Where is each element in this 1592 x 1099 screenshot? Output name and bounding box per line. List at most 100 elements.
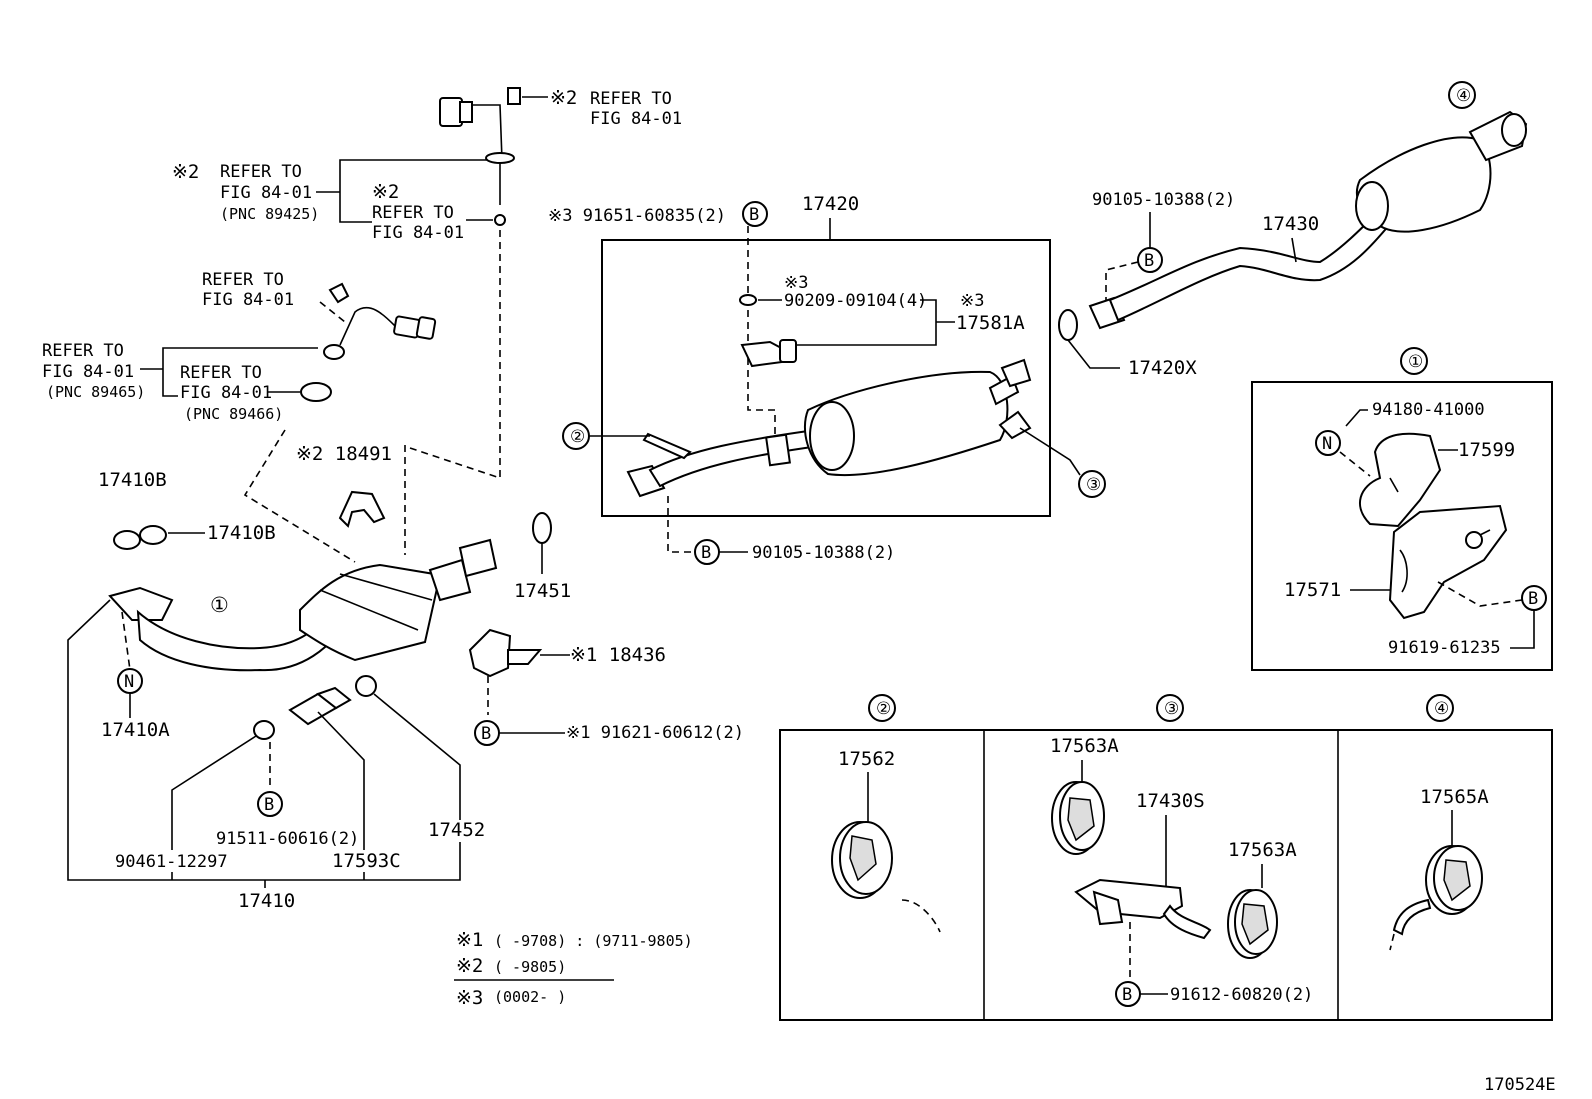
marker-3-center: ③ <box>1086 475 1101 495</box>
gasket-17410B-a <box>113 530 141 550</box>
hanger-17563A-b <box>1227 889 1278 959</box>
bracket-18436 <box>468 628 543 678</box>
marker-b-90105-bottom-letter: B <box>701 543 711 563</box>
label-17451: 17451 <box>514 580 571 602</box>
marker-circle-3-center <box>1078 470 1106 498</box>
ref-mid-line1: REFER TO <box>372 203 454 223</box>
ref-mid-mark: ※2 <box>372 181 399 203</box>
label-17430S: 17430S <box>1136 790 1205 812</box>
ref-a-line1: REFER TO <box>202 270 284 290</box>
clamp-90461 <box>253 720 275 740</box>
marker-circle-1-detail <box>1400 347 1428 375</box>
bolt-marker-b-90105-top <box>1137 247 1163 273</box>
label-90105-top: 90105-10388(2) <box>1092 190 1235 210</box>
label-91621: ※1 91621-60612(2) <box>566 723 744 743</box>
ref-b-pnc: (PNC 89465) <box>46 383 145 401</box>
note2-text: ( -9805) <box>494 958 566 976</box>
note3-text: (0002- ) <box>494 988 566 1006</box>
label-17410B-a: 17410B <box>98 469 167 491</box>
label-17563A-a: 17563A <box>1050 735 1119 757</box>
ref-c-line1: REFER TO <box>180 363 262 383</box>
ref-left-pnc: (PNC 89425) <box>220 205 319 223</box>
ref-b-line1: REFER TO <box>42 341 124 361</box>
detail-box-2-3-4 <box>779 729 1553 1021</box>
center-pipe-muffler-17420 <box>626 358 1032 498</box>
ref-b-line2: FIG 84-01 <box>42 362 134 382</box>
marker-b-91511-letter: B <box>264 795 274 815</box>
detail-box-1 <box>1251 381 1553 671</box>
marker-circle-4-detail <box>1426 694 1454 722</box>
ref-left-line2: FIG 84-01 <box>220 183 312 203</box>
bolt-marker-b-91511 <box>257 791 283 817</box>
ref-top-mark: ※2 <box>550 87 577 109</box>
heat-insulator-18491 <box>338 490 386 528</box>
label-17410B-b: 17410B <box>207 522 276 544</box>
marker-2-detail: ② <box>876 699 891 719</box>
marker-b-91651-letter: B <box>749 205 759 225</box>
ref-top-line2: FIG 84-01 <box>590 109 682 129</box>
marker-n-17410A-letter: N <box>124 672 134 692</box>
label-17593C: 17593C <box>332 850 401 872</box>
ref-mid-line2: FIG 84-01 <box>372 223 464 243</box>
label-91612: 91612-60820(2) <box>1170 985 1313 1005</box>
label-17420X: 17420X <box>1128 357 1197 379</box>
front-exhaust-pipe-17410 <box>108 538 498 672</box>
label-17562: 17562 <box>838 748 895 770</box>
marker-b-91612-letter: B <box>1122 985 1132 1005</box>
bracket-17430S <box>1074 878 1212 940</box>
marker-b-18436-letter: B <box>481 724 491 744</box>
ref-c-pnc: (PNC 89466) <box>184 405 283 423</box>
label-91511: 91511-60616(2) <box>216 829 359 849</box>
label-17565A: 17565A <box>1420 786 1489 808</box>
marker-n-94180-letter: N <box>1322 434 1332 454</box>
label-17410: 17410 <box>238 890 295 912</box>
gasket-17410B-b <box>139 525 167 545</box>
marker-circle-4-tail <box>1448 81 1476 109</box>
ref-left-mark: ※2 <box>172 161 199 183</box>
note2-mark: ※2 <box>456 955 483 977</box>
bracket-17571 <box>1388 504 1508 620</box>
hanger-17562 <box>831 821 893 899</box>
label-17581A-mark: ※3 <box>960 291 984 311</box>
label-17563A-b: 17563A <box>1228 839 1297 861</box>
marker-b-91619-letter: B <box>1528 589 1538 609</box>
marker-1-catalytic: ① <box>210 593 229 617</box>
marker-circle-2-detail <box>868 694 896 722</box>
figure-id: 170524E <box>1484 1075 1556 1095</box>
ref-a-line2: FIG 84-01 <box>202 290 294 310</box>
nut-90209 <box>739 294 757 306</box>
marker-circle-3-detail <box>1156 694 1184 722</box>
flexible-pipe-17593C <box>288 686 352 726</box>
tail-pipe-muffler-17430 <box>1088 110 1528 330</box>
heat-insulator-17599 <box>1359 432 1442 528</box>
label-94180: 94180-41000 <box>1372 400 1485 420</box>
marker-b-90105-top-letter: B <box>1144 251 1154 271</box>
label-90461: 90461-12297 <box>115 852 228 872</box>
marker-2-center: ② <box>570 427 585 447</box>
label-17571: 17571 <box>1284 579 1341 601</box>
hanger-17565A <box>1425 845 1483 915</box>
clamp-17452 <box>355 675 377 697</box>
oxygen-sensor-upper <box>439 87 521 226</box>
bolt-marker-b-91651 <box>742 201 768 227</box>
label-91619: 91619-61235 <box>1388 638 1501 658</box>
label-90209: 90209-09104(4) <box>784 291 927 311</box>
oxygen-sensor-lower <box>300 282 437 402</box>
marker-1-detail: ① <box>1408 352 1423 372</box>
label-17452: 17452 <box>428 819 485 841</box>
label-17430: 17430 <box>1262 213 1319 235</box>
marker-3-detail: ③ <box>1164 699 1179 719</box>
center-muffler-box <box>601 239 1051 517</box>
marker-4-tail: ④ <box>1456 86 1471 106</box>
label-17581A: 17581A <box>956 312 1025 334</box>
nut-marker-n-94180 <box>1315 430 1341 456</box>
note1-text: ( -9708) : (9711-9805) <box>494 932 693 950</box>
label-90105-bottom: 90105-10388(2) <box>752 543 895 563</box>
label-17599: 17599 <box>1458 439 1515 461</box>
gasket-17420X <box>1058 309 1078 341</box>
hanger-17563A-a <box>1051 781 1105 855</box>
label-90209-mark: ※3 <box>784 273 808 293</box>
label-17410A: 17410A <box>101 719 170 741</box>
ref-c-line2: FIG 84-01 <box>180 383 272 403</box>
